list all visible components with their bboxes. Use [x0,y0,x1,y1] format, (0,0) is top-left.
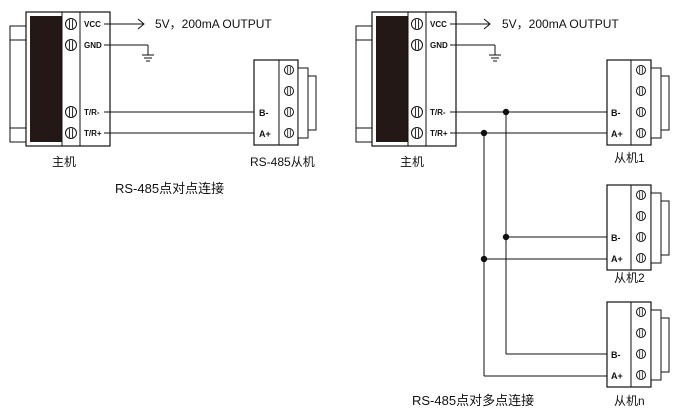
power-output-arrow-right [450,18,491,30]
screw-terminal-icon [65,39,77,51]
screw-terminal-icon [411,106,423,118]
screw-terminal-icon [284,128,294,138]
screw-terminal-icon [636,232,646,242]
screw-terminal-icon [636,107,646,117]
pin-b-minus: B- [611,350,621,360]
pin-gnd: GND [84,41,102,50]
screw-terminal-icon [636,128,646,138]
screw-terminal-icon [636,86,646,96]
pin-vcc: VCC [430,20,447,29]
screw-terminal-icon [65,127,77,139]
screw-terminal-icon [65,106,77,118]
pin-a-plus: A+ [611,129,623,139]
pin-b-minus: B- [259,108,269,118]
slave-label-1: 从机1 [614,151,645,165]
pin-tr-minus: T/R- [430,108,446,117]
screw-terminal-icon [636,370,646,380]
caption-multi-point: RS-485点对多点连接 [412,393,534,408]
screw-terminal-icon [65,18,77,30]
power-note-right: 5V，200mA OUTPUT [502,17,619,31]
master-label-left: 主机 [52,155,76,169]
pin-b-minus: B- [611,108,621,118]
slave-label-2: 从机2 [614,271,645,285]
slave-module-n: B- A+ [606,301,670,388]
screw-terminal-icon [411,39,423,51]
power-output-arrow-left [104,18,145,30]
slave-module-2: B- A+ [606,184,670,271]
pin-tr-minus: T/R- [84,108,100,117]
screw-terminal-icon [284,86,294,96]
pin-tr-plus: T/R+ [430,129,448,138]
ground-icon [141,44,155,62]
screw-terminal-icon [636,65,646,75]
slave-module-left: B- A+ [253,59,317,146]
junction-dot [480,129,488,137]
screw-terminal-icon [636,307,646,317]
screw-terminal-icon [636,349,646,359]
ground-icon [488,44,502,62]
slave-module-1: B- A+ [606,59,670,146]
junction-dot [502,108,510,116]
pin-vcc: VCC [84,20,101,29]
pin-b-minus: B- [611,233,621,243]
junction-dot [502,233,510,241]
slave-label-left: RS-485从机 [250,155,315,169]
screw-terminal-icon [411,18,423,30]
master-module-right: VCC GND T/R- T/R+ [355,11,457,147]
master-module-left: VCC GND T/R- T/R+ [9,11,111,147]
screw-terminal-icon [284,107,294,117]
junction-dot [480,255,488,263]
pin-gnd: GND [430,41,448,50]
caption-point-to-point: RS-485点对点连接 [115,181,224,196]
screw-terminal-icon [636,253,646,263]
power-note-left: 5V，200mA OUTPUT [155,17,272,31]
screw-terminal-icon [411,127,423,139]
pin-a-plus: A+ [611,254,623,264]
screw-terminal-icon [636,328,646,338]
screw-terminal-icon [284,65,294,75]
master-label-right: 主机 [400,155,424,169]
pin-a-plus: A+ [259,129,271,139]
screw-terminal-icon [636,190,646,200]
bus-wiring [450,111,607,377]
pin-tr-plus: T/R+ [84,129,102,138]
slave-label-n: 从机n [614,394,645,408]
screw-terminal-icon [636,211,646,221]
pin-a-plus: A+ [611,371,623,381]
